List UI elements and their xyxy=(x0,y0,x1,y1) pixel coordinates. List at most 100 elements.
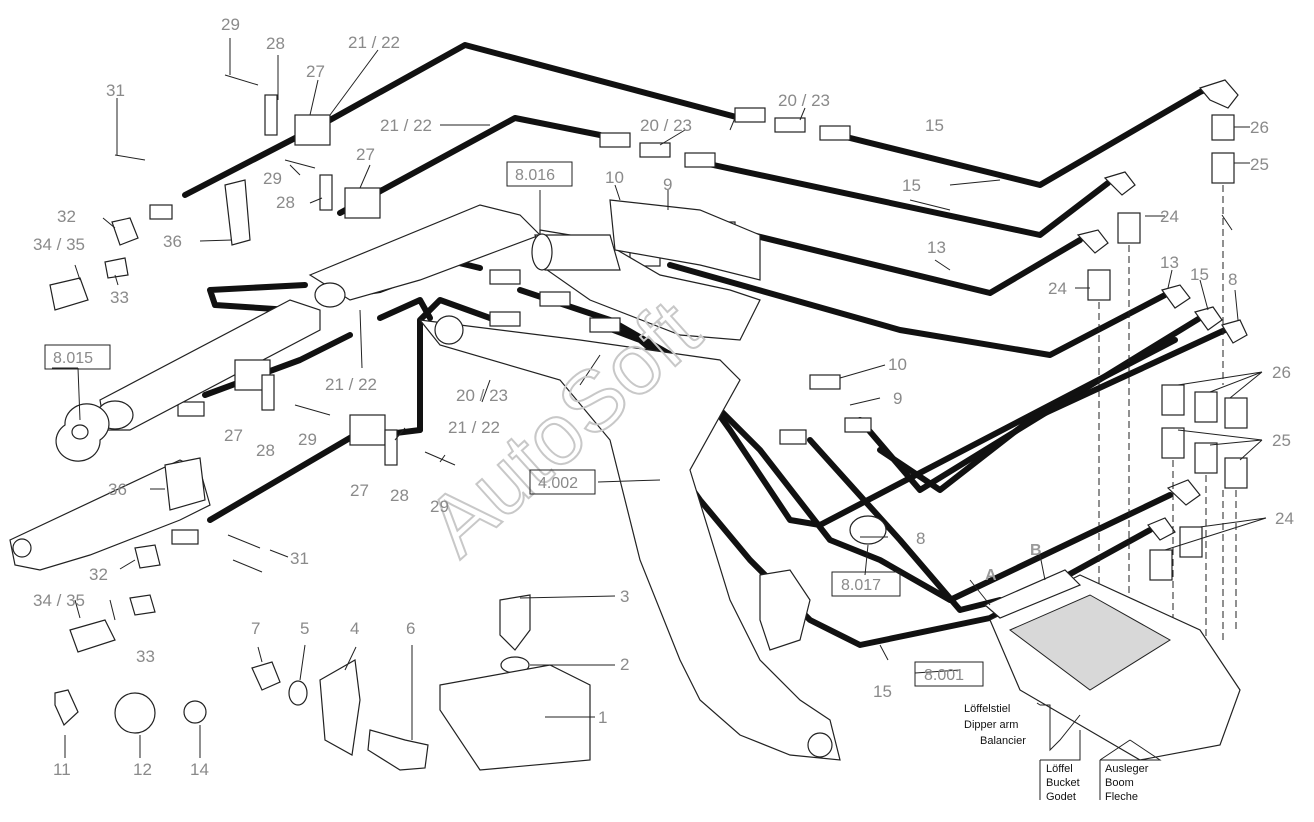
callout-29: 29 xyxy=(298,430,317,449)
hose-second xyxy=(337,115,1111,238)
plate-28b xyxy=(319,174,333,211)
callout-10: 10 xyxy=(888,355,907,374)
clamps xyxy=(114,74,456,573)
callout-20-23: 20 / 23 xyxy=(640,116,692,135)
function-dipper-fr: Balancier xyxy=(980,735,1026,747)
fitting-20-23-b xyxy=(774,117,806,133)
callout-15: 15 xyxy=(873,682,892,701)
callout-20-23: 20 / 23 xyxy=(778,91,830,110)
callout-24: 24 xyxy=(1048,279,1067,298)
cylinder-eye-hole xyxy=(71,424,89,440)
bushing-8 xyxy=(849,515,887,545)
function-boom-fr: Fleche xyxy=(1105,791,1138,803)
ref-box-8015 xyxy=(44,344,111,370)
callout-26: 26 xyxy=(1272,363,1291,382)
callout-27: 27 xyxy=(224,426,243,445)
callout-32: 32 xyxy=(89,565,108,584)
elbow-13b xyxy=(1161,284,1191,309)
boom-structure xyxy=(9,199,887,761)
elbow-15b xyxy=(1194,306,1223,331)
bracket-4 xyxy=(319,659,361,756)
bracket-boom xyxy=(1099,739,1162,800)
callout-24: 24 xyxy=(1160,207,1179,226)
callout-29: 29 xyxy=(221,15,240,34)
callout-13: 13 xyxy=(927,238,946,257)
bolt-31b xyxy=(227,534,261,549)
fitting-mid-c xyxy=(489,311,521,327)
nut-7 xyxy=(251,661,281,691)
boom-arm xyxy=(418,319,841,761)
bolt-3 xyxy=(499,594,531,651)
callout-15: 15 xyxy=(1190,265,1209,284)
ref-box-8016 xyxy=(506,161,573,187)
callout-20-23: 20 / 23 xyxy=(456,386,508,405)
bolt-29b xyxy=(284,159,316,169)
elbow-8 xyxy=(1221,319,1248,344)
ref-box-8001 xyxy=(914,661,984,687)
adapter-25 xyxy=(1211,152,1235,184)
callout-15: 15 xyxy=(902,176,921,195)
callout-10: 10 xyxy=(605,168,624,187)
callout-12: 12 xyxy=(133,760,152,779)
callout-33: 33 xyxy=(136,647,155,666)
clamp-27a xyxy=(294,114,331,146)
control-valve xyxy=(983,569,1241,761)
boom-upper xyxy=(308,204,542,301)
bracket-dipper xyxy=(1040,704,1081,752)
callout-21-22: 21 / 22 xyxy=(380,116,432,135)
hose-clamp-12 xyxy=(114,692,156,734)
callout-21-22: 21 / 22 xyxy=(348,33,400,52)
fitting-left-a xyxy=(149,204,173,220)
callout-4: 4 xyxy=(350,619,359,638)
fitting-20-23-e xyxy=(639,142,671,158)
callout-36: 36 xyxy=(108,480,127,499)
callout-25: 25 xyxy=(1272,431,1291,450)
callout-27: 27 xyxy=(350,481,369,500)
lower-arm-pin xyxy=(12,538,32,558)
ref-8001: 8.001 xyxy=(924,667,964,684)
callout-36: 36 xyxy=(163,232,182,251)
adapter-25b-2 xyxy=(1194,442,1218,474)
reference-boxes: 8.016 8.015 4.002 8.017 8.001 xyxy=(44,161,984,687)
callout-34-35: 34 / 35 xyxy=(33,591,85,610)
valve-spool-A xyxy=(983,569,1082,619)
function-boom-en: Boom xyxy=(1105,777,1134,789)
hose-right-15b xyxy=(857,315,1203,493)
hose-8-right xyxy=(807,437,1003,613)
adapter-25b-1 xyxy=(1161,427,1185,459)
adapter-25b-3 xyxy=(1224,457,1248,489)
port-label-A: A xyxy=(985,567,997,584)
ref-box-8017 xyxy=(831,571,901,597)
plate-28d xyxy=(384,429,398,466)
fitting-mid-a xyxy=(489,269,521,285)
clamp-27d xyxy=(349,414,386,446)
fitting-20-23-c xyxy=(819,125,851,141)
bolt-29c xyxy=(294,404,331,416)
nipple-34-35b xyxy=(69,619,116,653)
callout-15: 15 xyxy=(925,116,944,135)
fitting-9-b xyxy=(844,417,872,433)
adapter-26b-2 xyxy=(1194,391,1218,423)
bracket-bucket xyxy=(1039,730,1081,800)
fitting-10-c xyxy=(809,374,841,390)
callout-28: 28 xyxy=(256,441,275,460)
bolt-31a xyxy=(114,154,146,161)
plug-32b xyxy=(134,544,161,569)
boom-foot xyxy=(759,569,811,651)
callouts: 29 28 21 / 22 27 31 21 / 22 20 / 23 20 /… xyxy=(33,15,1294,779)
callout-8: 8 xyxy=(1228,270,1237,289)
small-parts xyxy=(54,594,591,771)
bracket-36a xyxy=(224,179,251,246)
ref-8015: 8.015 xyxy=(53,350,93,367)
callout-25: 25 xyxy=(1250,155,1269,174)
callout-14: 14 xyxy=(190,760,209,779)
leader-lines xyxy=(52,38,1267,800)
hose-right-8 xyxy=(877,327,1228,493)
hose-mid-13b xyxy=(667,262,1168,358)
loose-parts-left xyxy=(49,217,161,653)
callout-26: 26 xyxy=(1250,118,1269,137)
callout-31: 31 xyxy=(106,81,125,100)
function-bucket-fr: Godet xyxy=(1046,791,1076,803)
fitting-20-23-f xyxy=(684,152,716,168)
